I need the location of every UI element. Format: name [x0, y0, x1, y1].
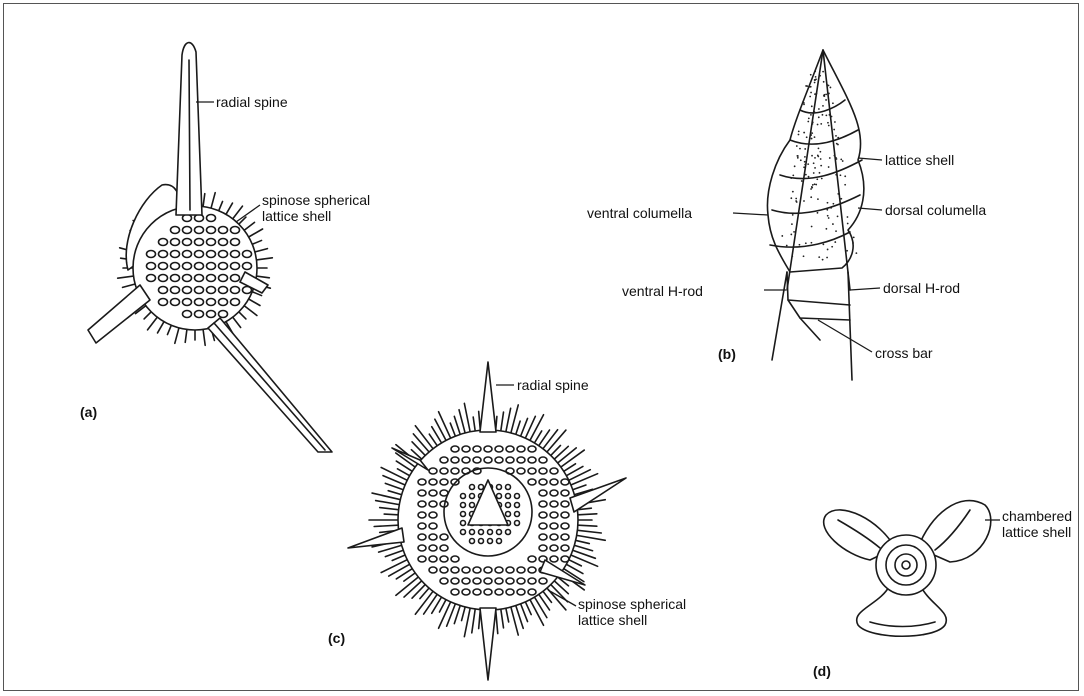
cross-bar-rod — [800, 318, 820, 340]
label-b-cross-bar: cross bar — [875, 345, 933, 361]
label-d-shell-line1: chambered — [1002, 508, 1072, 524]
label-b-dorsal-hrod: dorsal H-rod — [883, 280, 960, 296]
panel-label-a: (a) — [80, 404, 97, 420]
label-c-shell-line2: lattice shell — [578, 612, 647, 628]
ventral-h-rod — [772, 272, 787, 360]
central-chamber — [876, 535, 936, 595]
label-d-shell-line2: lattice shell — [1002, 524, 1071, 540]
label-a-shell-line2: lattice shell — [262, 208, 331, 224]
label-a-shell-line1: spinose spherical — [262, 192, 370, 208]
cone-shell — [767, 50, 863, 272]
specimen-c — [348, 362, 626, 680]
c-spine-up — [480, 362, 496, 432]
label-a-radial-spine: radial spine — [216, 94, 288, 110]
specimen-d — [824, 501, 1000, 637]
label-b-lattice-shell: lattice shell — [885, 152, 954, 168]
c-spine-right — [570, 478, 626, 512]
label-b-ventral-hrod: ventral H-rod — [622, 283, 703, 299]
specimen-b — [733, 50, 882, 380]
c-spine-down — [480, 608, 496, 680]
panel-label-c: (c) — [328, 630, 345, 646]
panel-label-b: (b) — [718, 346, 736, 362]
label-b-ventral-columella: ventral columella — [587, 205, 692, 221]
panel-label-d: (d) — [813, 663, 831, 679]
label-c-shell-line1: spinose spherical — [578, 596, 686, 612]
spine-left — [88, 285, 150, 343]
label-b-dorsal-columella: dorsal columella — [885, 202, 986, 218]
label-c-radial-spine: radial spine — [517, 377, 589, 393]
specimen-a — [88, 43, 332, 452]
c-spine-left — [348, 528, 404, 548]
